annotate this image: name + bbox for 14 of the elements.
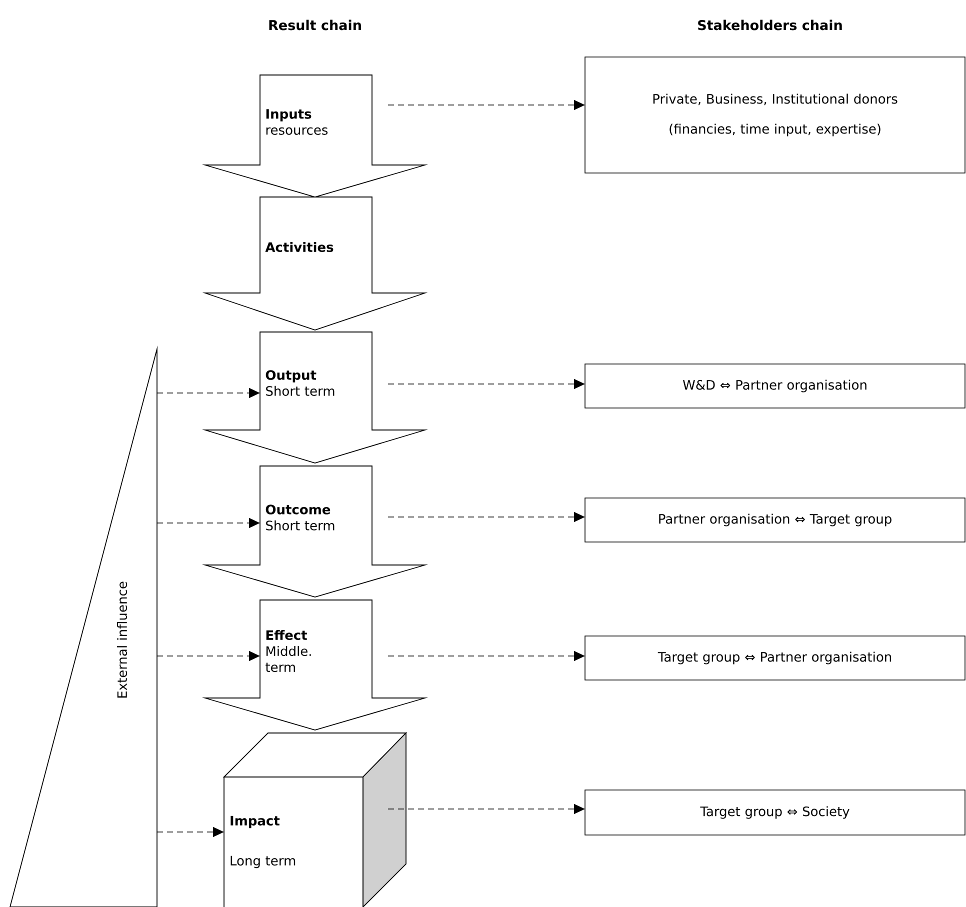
stakeholder-box: Private, Business, Institutional donors (financies, time input, expertise)	[584, 56, 966, 174]
stakeholder-box: Target group ⇔ Partner organisation	[584, 636, 966, 680]
result-stage-block: Activities	[202, 196, 428, 330]
result-stage-block: Outcome Short term	[202, 466, 428, 598]
column-heading: Stakeholders chain	[698, 20, 842, 30]
node-label: Impact	[230, 816, 280, 828]
column-heading: Result chain	[269, 20, 361, 30]
stakeholder-box: Target group ⇔ Society	[584, 790, 966, 836]
result-stage-block: Output Short term	[202, 332, 428, 464]
result-stage-block: Inputs resources	[202, 74, 428, 198]
stakeholder-box: Partner organisation ⇔ Target group	[584, 498, 966, 542]
node-label: Long term	[230, 856, 296, 868]
result-stage-block: Effect Middle. term	[202, 600, 428, 730]
stakeholder-box: W&D ⇔ Partner organisation	[584, 364, 966, 408]
